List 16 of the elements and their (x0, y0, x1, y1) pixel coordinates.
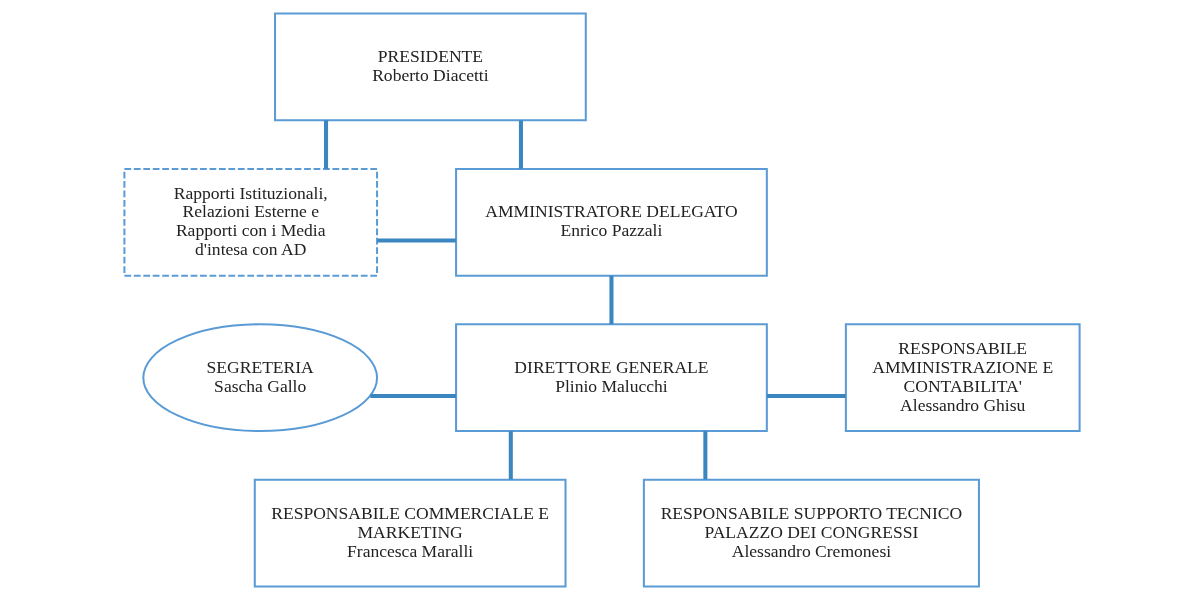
node-box: AMMINISTRATORE DELEGATO Enrico Pazzali (454, 167, 768, 277)
connector (518, 120, 523, 169)
connector (508, 431, 513, 480)
node-box: RESPONSABILE COMMERCIALE E MARKETING Francesca Maralli (253, 478, 567, 588)
node-box: Rapporti Istituzionali, Relazioni Esterne e Rapporti con i Media d'intesa con AD (122, 167, 378, 277)
node-box: RESPONSABILE SUPPORTO TECNICO PALAZZO DEI CONGRESSI Alessandro Cremonesi (642, 478, 980, 588)
connector (376, 238, 456, 243)
node-box: DIRETTORE GENERALE Plinio Malucchi (454, 323, 768, 433)
node-box: RESPONSABILE AMMINISTRAZIONE E CONTABILITA' Alessandro Ghisu (844, 323, 1081, 433)
node-box: PRESIDENTE Roberto Diacetti (273, 12, 587, 122)
connector (369, 393, 456, 398)
connector (323, 120, 328, 169)
connector (702, 431, 707, 480)
node-ellipse: SEGRETERIA Sascha Gallo (141, 323, 378, 433)
connector (608, 275, 613, 325)
connector (766, 393, 846, 398)
